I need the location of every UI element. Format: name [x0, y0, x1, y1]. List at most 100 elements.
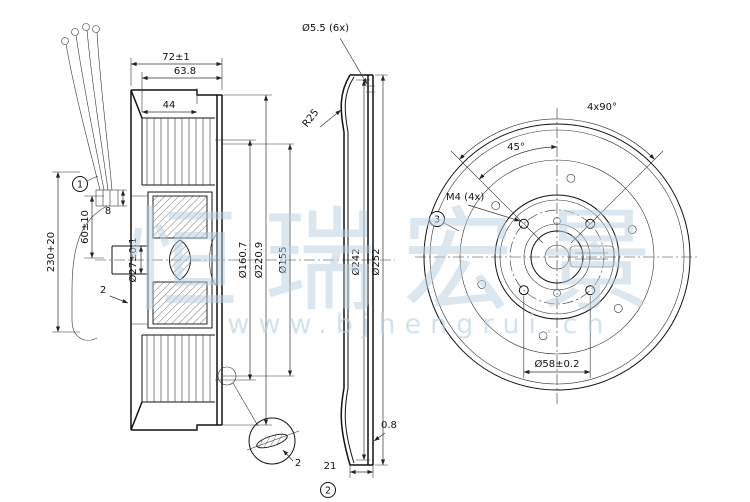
stator-winding-bottom: [152, 281, 208, 325]
balance-hole-bottom: [553, 289, 561, 297]
m4-hole-nw: [518, 218, 529, 229]
mount-hole-5: [538, 331, 548, 341]
back-plate: [216, 94, 223, 426]
inlet-ring-outer-profile: [340, 74, 351, 466]
dim-hole-angle: 45°: [507, 142, 525, 153]
blade-lines-bottom: [146, 335, 211, 402]
dim-strip-length: 8: [105, 206, 111, 217]
dim-overall-depth: 72±1: [162, 52, 189, 63]
rotor-hub-circle: [530, 230, 584, 284]
front-centerlines: [415, 108, 700, 405]
callout-2: 2: [320, 482, 336, 498]
wire-connector-3: [82, 23, 90, 31]
callout-2-circle: [320, 482, 336, 498]
dim-hole-pattern: 4x90°: [587, 102, 617, 113]
dim-flange-depth: 21: [324, 461, 337, 472]
wire-connector-1: [61, 37, 69, 45]
callout-3-circle: [429, 211, 445, 227]
mount-holes-leader: [339, 37, 368, 85]
terminal-dividers: [102, 190, 111, 206]
watermark: 恒瑞宏景 www.bjhengrui.cn: [126, 197, 678, 340]
stator-winding-top: [152, 195, 208, 239]
ext-lines-depth: [349, 465, 374, 478]
callout-1-number: 1: [77, 180, 83, 191]
callout-1-circle: [72, 176, 88, 192]
blade-band-borders: [141, 117, 215, 403]
dim-dia-impeller-outer: Ø220.9: [253, 242, 265, 279]
flange-hole-section: [366, 85, 375, 93]
dim-dia-inlet: Ø155: [277, 247, 289, 274]
callout-1-leader: [86, 175, 99, 182]
outer-inner-circle: [429, 129, 685, 385]
wire-connector-2: [71, 28, 79, 36]
detail-circle: [248, 417, 296, 465]
dim-gap: 2: [100, 285, 106, 296]
blade-thickness-leader: [282, 449, 294, 462]
mount-hole-3: [491, 201, 501, 210]
rotor-section: [169, 239, 191, 281]
blade-cross-section: [256, 433, 288, 449]
watermark-brand-text: 恒瑞宏景: [126, 197, 678, 327]
angle-ref-line-45: [570, 150, 664, 244]
shaft-center-circle: [544, 244, 570, 270]
m4-hole-se: [585, 285, 596, 296]
wire-connector-4: [92, 25, 100, 33]
cable-loop: [71, 205, 108, 341]
angle-ref-line-135: [450, 150, 544, 244]
callout-3-number: 3: [434, 215, 440, 226]
lead-wires: [65, 29, 113, 191]
dim-blade-thickness: 2: [295, 458, 301, 469]
detail-leader: [232, 382, 259, 427]
angle-4x90-arc: [459, 118, 655, 160]
dim-sheet-thickness: 0.8: [381, 420, 397, 431]
outer-diameter-circle: [423, 123, 691, 391]
mount-hole-4: [477, 280, 487, 289]
flange-cylinder: [350, 74, 374, 466]
blade-detail: 2: [217, 366, 301, 469]
mount-hole-1: [627, 225, 637, 234]
dim-cable-length: 230+20: [46, 232, 57, 272]
inlet-radius-leader: [319, 109, 342, 128]
dim-shaft-bore: Ø27±0.1: [127, 238, 139, 283]
dim-dia-inner: Ø242: [350, 249, 362, 276]
callout-1: 1: [72, 175, 99, 192]
inlet-opening-circle: [459, 159, 655, 355]
hub-outer-circle: [494, 194, 620, 320]
front-view: 45° 4x90° M4 (4x) 3 Ø58±0.2: [415, 102, 700, 405]
dim-inlet-radius: R25: [301, 107, 322, 129]
dim-dia-outer: Ø252: [370, 249, 382, 276]
mount-hole-6: [613, 304, 623, 313]
balance-hole-top: [553, 217, 561, 225]
ext-lines-strip: [118, 189, 127, 207]
nameplate-lines: [575, 252, 608, 260]
motor-outline: [147, 191, 213, 329]
watermark-url-text: www.bjhengrui.cn: [227, 309, 612, 340]
ext-lines-bolt-circle: [523, 296, 591, 378]
dim-thread-holes: M4 (4x): [446, 192, 484, 203]
ext-lines-diameters: [215, 94, 294, 426]
inlet-ring-inner-profile: [344, 76, 355, 464]
callout-3-leader: [443, 222, 460, 232]
dim-gap-leader: [109, 295, 129, 304]
thread-holes-leader: [467, 204, 521, 222]
bolt-circle: [509, 209, 605, 305]
blade-lines-top: [146, 118, 211, 185]
detail-source-marker: [217, 366, 237, 386]
section-view: 1 72±1 63.8 44 230+20 60±10 8 2 Ø27±0.1 …: [46, 23, 395, 431]
dim-lead-length: 60±10: [80, 210, 91, 244]
terminal-block: [95, 189, 119, 207]
callout-3: 3: [429, 211, 460, 232]
dim-mount-holes: Ø5.5 (6x): [302, 22, 349, 34]
mount-hole-2: [566, 173, 576, 183]
dim-bolt-circle: Ø58±0.2: [535, 358, 580, 370]
dim-dia-impeller-inner: Ø160.7: [237, 242, 249, 279]
callout-2-number: 2: [325, 486, 331, 497]
motor-flange-lines: [131, 195, 148, 325]
nameplate: [569, 245, 615, 268]
dim-inner-depth: 63.8: [174, 66, 196, 77]
rotor-ring-circle: [523, 223, 591, 291]
dim-inlet-depth: 44: [163, 100, 176, 111]
ext-lines-top: [130, 58, 223, 112]
